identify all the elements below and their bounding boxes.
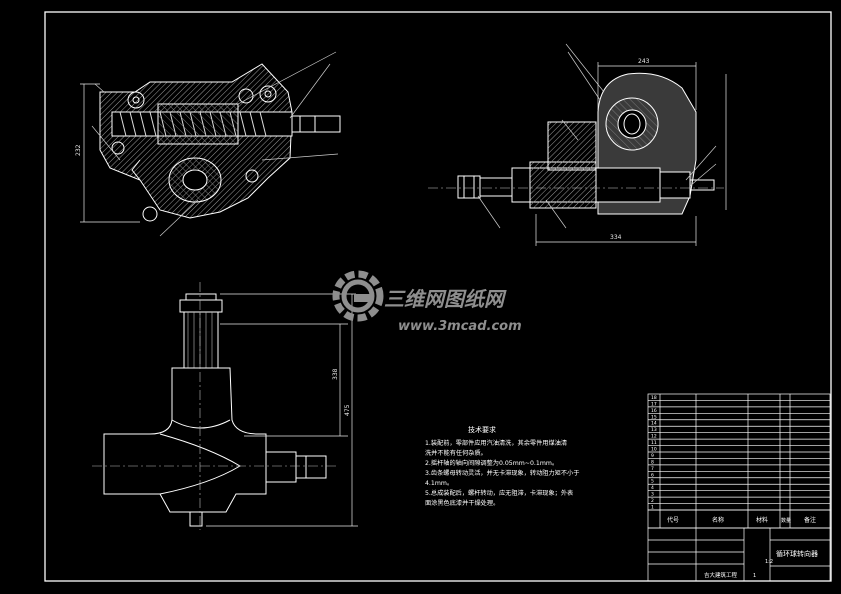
table-row-number: 5 — [651, 479, 654, 485]
view-top-right-side — [428, 43, 727, 246]
title-scale: 1:2 — [765, 559, 773, 565]
table-row-number: 18 — [651, 395, 657, 401]
tech-line-4: 3.齿条螺母转动灵活，并无卡滞现象，转动阻力矩不小于 — [425, 469, 579, 477]
tech-line-3: 2.摇杆轴的轴向间隙调整为0.05mm~0.1mm。 — [425, 459, 558, 467]
table-row-number: 1 — [651, 505, 654, 511]
table-header-material: 材料 — [756, 516, 768, 524]
table-row-number: 16 — [651, 408, 657, 414]
tech-line-1: 1.装配前，零部件应用汽油清洗，其余零件用煤油清 — [425, 439, 567, 447]
table-row-number: 2 — [651, 498, 654, 504]
table-row-number: 8 — [651, 459, 654, 465]
watermark-brand: 三维网图纸网 — [384, 287, 507, 311]
table-header-note: 备注 — [804, 516, 816, 524]
table-header-qty: 数量 — [781, 517, 791, 524]
tech-line-7: 面涂黑色底漆并干燥处理。 — [425, 499, 499, 507]
tech-line-6: 5.总成装配后，螺杆转动，应无阻滞，卡滞现象；外表 — [425, 489, 573, 497]
watermark: 三维网图纸网 www.3mcad.com — [332, 270, 522, 334]
title-company: 吉大建筑工程 — [704, 571, 738, 579]
title-drawing-name: 循环球转向器 — [776, 549, 818, 558]
parts-list-table — [647, 393, 831, 582]
tech-line-2: 洗并不能有任何杂质。 — [425, 449, 487, 457]
title-sheet: 1 — [753, 573, 756, 579]
table-row-number: 9 — [651, 453, 654, 459]
table-row-number: 6 — [651, 472, 654, 478]
table-row-number: 12 — [651, 434, 657, 440]
drawing-border — [44, 11, 832, 582]
dim-top-right-length: 334 — [610, 234, 622, 241]
table-row-number: 7 — [651, 466, 654, 472]
dim-bottom-long: 475 — [344, 404, 351, 416]
table-row-number: 3 — [651, 492, 654, 498]
table-row-number: 17 — [651, 401, 657, 407]
view-bottom-front — [92, 282, 358, 530]
tech-line-5: 4.1mm。 — [425, 480, 453, 487]
table-row-number: 13 — [651, 427, 657, 433]
table-row-number: 10 — [651, 447, 657, 453]
table-row-number: 14 — [651, 421, 657, 427]
dim-top-right-width: 243 — [638, 58, 650, 65]
table-row-number: 4 — [651, 485, 654, 491]
view-top-left-section — [80, 51, 341, 237]
table-row-number: 15 — [651, 414, 657, 420]
gear-icon — [332, 270, 384, 322]
table-header-code: 代号 — [667, 516, 679, 524]
watermark-url: www.3mcad.com — [398, 319, 522, 334]
tech-requirements: 技术要求 1.装配前，零部件应用汽油清洗，其余零件用煤油清 洗并不能有任何杂质。… — [425, 425, 579, 507]
dim-top-left-height: 232 — [75, 144, 82, 156]
table-row-number: 11 — [651, 440, 657, 446]
table-header-name: 名称 — [712, 516, 724, 524]
tech-title: 技术要求 — [468, 425, 496, 434]
dim-bottom-short: 338 — [332, 368, 339, 380]
